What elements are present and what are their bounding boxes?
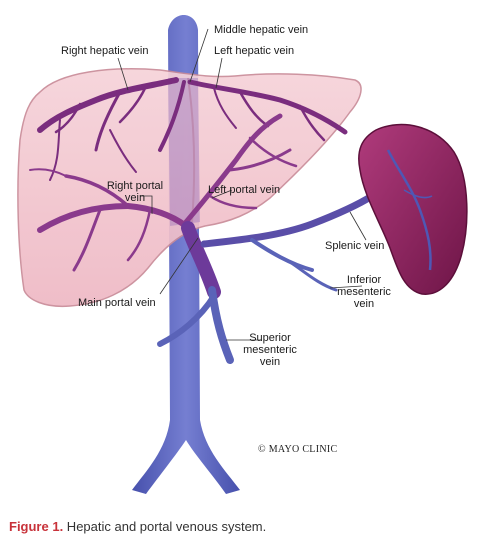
right-hepatic-vein-label: Right hepatic vein [61, 45, 149, 57]
right-portal-vein-label-line2: vein [124, 192, 146, 204]
inferior-mesenteric-vein-label: Inferior mesenteric vein [325, 274, 403, 310]
left-portal-vein-label: Left portal vein [208, 184, 281, 196]
main-portal-vein [157, 221, 234, 364]
spleen [358, 123, 468, 295]
superior-mesenteric-line3: vein [259, 356, 281, 368]
superior-mesenteric-line2: mesenteric [243, 344, 297, 356]
inferior-mesenteric-line1: Inferior [346, 274, 382, 286]
leader-lines [117, 28, 367, 341]
right-portal-vein-label-line1: Right portal [106, 180, 164, 192]
caption-text: Hepatic and portal venous system. [63, 519, 267, 534]
right-portal-vein-label: Right portal vein [102, 180, 168, 204]
hepatic-veins [37, 77, 348, 181]
superior-mesenteric-line1: Superior [249, 332, 291, 344]
inferior-mesenteric-line2: mesenteric [337, 286, 391, 298]
superior-mesenteric-vein-label: Superior mesenteric vein [232, 332, 308, 368]
middle-hepatic-vein-label: Middle hepatic vein [214, 24, 309, 36]
main-portal-vein-label: Main portal vein [78, 297, 156, 309]
left-hepatic-vein-label: Left hepatic vein [214, 45, 295, 57]
figure-number: Figure 1. [9, 519, 64, 534]
ivc-through-liver [168, 78, 200, 226]
inferior-vena-cava [132, 15, 240, 494]
figure-caption: Figure 1. Hepatic and portal venous syst… [9, 519, 266, 534]
splenic-vein-label: Splenic vein [325, 240, 385, 252]
inferior-mesenteric-line3: vein [353, 298, 375, 310]
copyright-notice: © MAYO CLINIC [258, 444, 338, 455]
